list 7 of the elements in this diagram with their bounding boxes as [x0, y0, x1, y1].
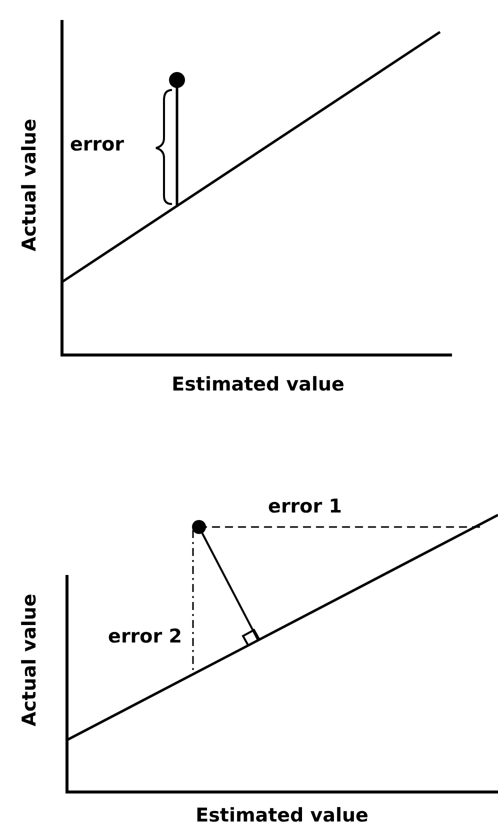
error-label: error 2 [108, 628, 182, 646]
axis-label: Actual value [20, 118, 40, 252]
axis-label: Estimated value [172, 376, 344, 394]
axis-label: Estimated value [196, 806, 368, 826]
axis-label: Actual value [20, 594, 40, 726]
error-label: error [70, 136, 124, 154]
error-label: error 1 [268, 498, 342, 516]
